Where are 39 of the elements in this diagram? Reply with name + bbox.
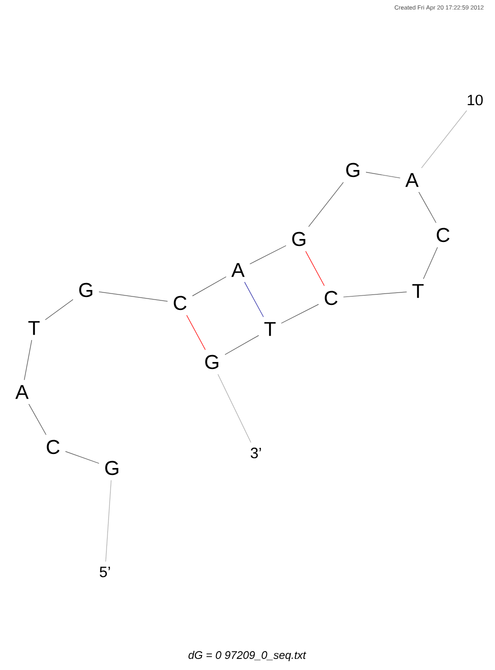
base-letter: G <box>292 232 306 246</box>
line <box>65 451 100 464</box>
end-label: 5’ <box>100 566 110 578</box>
line <box>308 182 344 228</box>
caption: dG = 0 97209_0_seq.txt <box>188 650 306 662</box>
base-letter: A <box>15 385 29 399</box>
line <box>98 292 168 302</box>
line <box>250 245 286 264</box>
base-letter: C <box>174 296 186 310</box>
base-letter: G <box>105 460 118 476</box>
base-letter: G <box>346 162 360 178</box>
line <box>244 282 264 318</box>
line <box>418 192 436 224</box>
base-letter: C <box>46 440 60 454</box>
line <box>105 480 112 562</box>
line <box>281 304 319 324</box>
end-label: 10 <box>468 94 483 106</box>
base-letter: T <box>264 322 276 336</box>
base-letter: A <box>405 173 419 187</box>
line <box>224 335 259 355</box>
base-letter: G <box>205 354 218 370</box>
end-label: 3’ <box>250 448 261 458</box>
line <box>343 292 407 298</box>
base-letter: C <box>324 290 338 306</box>
line <box>366 172 400 178</box>
line <box>423 246 438 280</box>
line <box>186 314 206 350</box>
base-letter: G <box>79 282 92 298</box>
line <box>421 110 468 168</box>
line <box>24 340 32 380</box>
line <box>45 299 74 320</box>
base-letter: C <box>436 228 450 242</box>
base-letter: A <box>231 263 245 277</box>
base-letter: T <box>28 321 40 335</box>
base-letter: T <box>412 284 424 298</box>
line <box>305 250 325 286</box>
line <box>192 276 226 296</box>
line <box>28 404 46 436</box>
line <box>218 374 252 443</box>
